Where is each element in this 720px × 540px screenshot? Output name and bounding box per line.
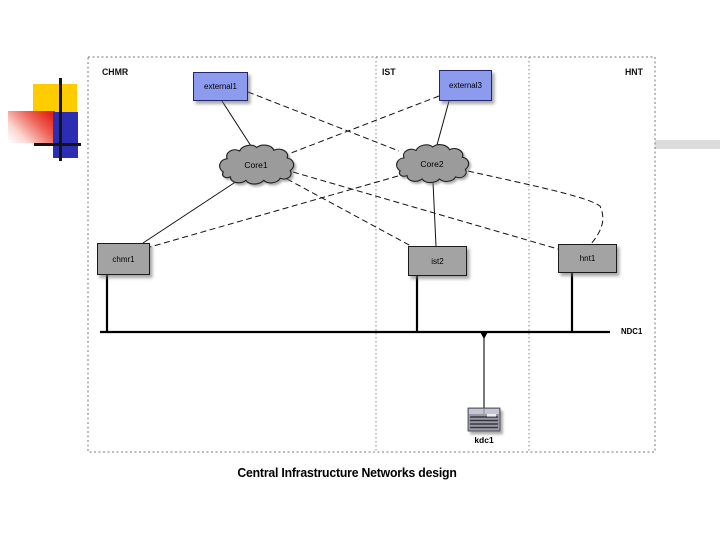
link-core2-ist2 (432, 181, 437, 247)
node-hnt1-label: hnt1 (579, 254, 596, 263)
node-external3-label: external3 (449, 81, 482, 90)
link-external1-core2 (247, 91, 400, 152)
zone-label-ist: IST (382, 67, 396, 78)
core1-cloud[interactable] (219, 144, 295, 185)
ndc1-bus-group (100, 273, 610, 334)
dashed-links (149, 91, 604, 250)
node-chmr1[interactable]: chmr1 (97, 243, 150, 275)
link-core1-ist2 (286, 178, 412, 247)
link-external1-core1 (221, 100, 252, 147)
link-core1-chmr1 (142, 180, 238, 244)
kdc1-device[interactable] (467, 407, 501, 432)
kdc1-device-glint (487, 414, 496, 417)
slide-title: Central Infrastructure Networks design (237, 466, 457, 480)
decor-vertical-line (59, 78, 62, 161)
decor-horizontal-line (34, 143, 81, 146)
zone-label-hnt: HNT (625, 67, 643, 78)
decor-red-gradient-square (8, 111, 55, 143)
node-external3[interactable]: external3 (439, 70, 492, 101)
decor-blue-square (53, 112, 78, 158)
link-external3-core2 (436, 100, 450, 146)
node-external1[interactable]: external1 (193, 72, 248, 101)
node-chmr1-label: chmr1 (112, 254, 135, 264)
link-core1-hnt1 (292, 171, 559, 250)
decor-right-edge-band (655, 140, 720, 149)
bus-junction-arrow (479, 331, 489, 339)
node-ist2-label: ist2 (431, 256, 444, 266)
ndc1-bus-label: NDC1 (621, 326, 643, 336)
node-kdc1-label: kdc1 (474, 435, 494, 445)
solid-links (142, 100, 450, 247)
node-hnt1[interactable]: hnt1 (558, 244, 617, 273)
node-ist2[interactable]: ist2 (408, 246, 467, 276)
link-core2-hnt1-curve (467, 170, 604, 245)
link-core2-chmr1 (149, 175, 399, 248)
link-external3-core1 (290, 95, 440, 154)
core2-cloud[interactable] (396, 144, 470, 184)
node-external1-label: external1 (204, 82, 237, 91)
zone-label-chmr: CHMR (102, 67, 129, 78)
diagram-frame (87, 56, 656, 453)
kdc1-device-slats (470, 416, 498, 429)
